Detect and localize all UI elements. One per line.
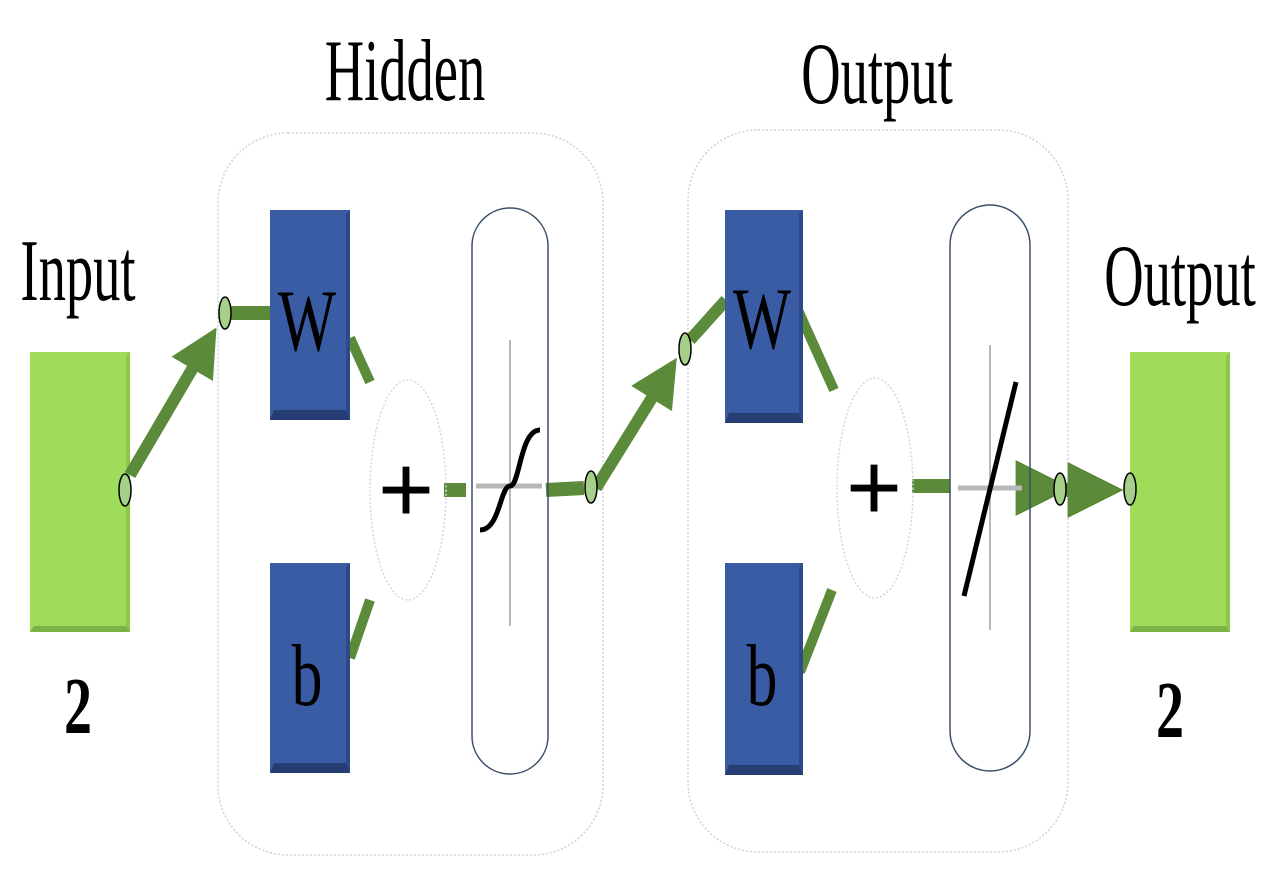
output-weight-label: W (733, 270, 791, 367)
hidden-input-node (218, 296, 232, 330)
tansig-curve-icon (479, 427, 541, 533)
input-block (30, 352, 130, 632)
output-title: Output (1104, 227, 1256, 324)
output-size-label: 2 (1156, 665, 1184, 754)
hidden-output-node (584, 470, 598, 504)
hidden-sum-symbol: + (378, 436, 434, 543)
input-port-node (118, 473, 132, 507)
hidden-layer-title: Hidden (325, 22, 486, 119)
output-layer-output-node (1053, 472, 1067, 506)
output-transfer-function (949, 204, 1031, 772)
output-layer-title: Output (801, 25, 953, 122)
connector-hidden-w-to-sum (345, 335, 375, 385)
output-bias-label: b (747, 627, 778, 724)
hidden-weight-block (270, 210, 350, 420)
output-block (1130, 352, 1230, 632)
connector-input-to-hidden (124, 327, 217, 479)
hidden-bias-block (270, 563, 350, 773)
connector-output-b-to-sum (795, 588, 837, 674)
connector-output-w-to-sum (793, 307, 839, 393)
connector-output-node-to-w (685, 295, 731, 345)
output-bias-block (725, 563, 803, 775)
input-title: Input (20, 222, 135, 319)
output-sum-symbol: + (846, 434, 902, 541)
hidden-layer-container (217, 132, 604, 856)
hidden-sum-node (369, 379, 447, 601)
hidden-bias-label: b (292, 627, 323, 724)
hidden-transfer-function (471, 207, 549, 775)
connector-hidden-transfer-to-node (545, 481, 585, 497)
connector-hidden-to-output (590, 357, 677, 492)
purelin-line-icon (961, 381, 1019, 597)
output-layer-input-node (678, 332, 692, 366)
hidden-weight-label: W (278, 272, 336, 369)
input-size-label: 2 (64, 661, 92, 750)
output-weight-block (725, 210, 803, 423)
output-sum-node (836, 377, 914, 599)
connector-hidden-b-to-sum (345, 598, 375, 660)
output-port-node (1123, 472, 1137, 506)
